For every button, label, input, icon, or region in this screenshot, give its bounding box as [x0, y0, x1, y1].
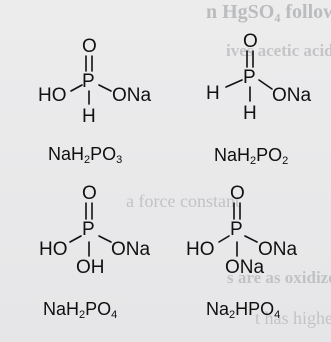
background-text-line-3: a force constant	[126, 191, 240, 211]
bond-p-to-ho	[69, 235, 82, 243]
atom-hydrogen-left: H	[206, 83, 220, 104]
formula-nah2po3: NaH2PO3	[48, 145, 122, 166]
atom-oxygen: O	[82, 183, 97, 204]
formula-subscript-1: 2	[79, 309, 86, 321]
bond-p-to-ona	[258, 79, 273, 90]
background-text-line-5: t has higher bo	[255, 308, 331, 328]
formula-subscript-2: 3	[116, 154, 123, 166]
bond-p-to-ona-right	[244, 235, 258, 243]
bond-p-to-ho	[218, 235, 230, 243]
formula-nah2po4: NaH2PO4	[43, 300, 117, 321]
formula-subscript-1: 2	[229, 309, 236, 321]
atom-hydrogen: H	[82, 106, 96, 127]
atom-phosphorus: P	[230, 219, 243, 240]
formula-middle: HPO	[235, 299, 275, 319]
atom-phosphorus: P	[82, 71, 95, 92]
formula-prefix: NaH	[48, 144, 85, 164]
atom-oxygen: O	[82, 36, 97, 57]
atom-sodium-oxide: ONa	[272, 85, 312, 106]
bond-p-to-h-left	[225, 79, 243, 88]
formula-prefix: NaH	[43, 299, 80, 319]
atom-phosphorus: P	[243, 67, 256, 88]
formula-prefix: NaH	[214, 145, 251, 165]
bond-p-to-ona	[98, 84, 112, 92]
formula-subscript-2: 4	[111, 309, 118, 321]
atom-hydroxyl: HO	[186, 239, 215, 260]
formula-subscript-2: 4	[274, 309, 281, 321]
atom-sodium-oxide: ONa	[112, 85, 152, 106]
formula-middle: PO	[85, 299, 112, 319]
atom-sodium-oxide-bottom: ONa	[225, 257, 265, 278]
atom-hydroxyl: HO	[38, 85, 67, 106]
atom-sodium-oxide: ONa	[111, 239, 151, 260]
atom-hydroxyl-bottom: OH	[76, 257, 105, 278]
atom-hydroxyl: HO	[39, 239, 68, 260]
background-text-line-4: s are as oxidized (thro	[227, 268, 331, 287]
atom-oxygen: O	[230, 183, 245, 204]
atom-phosphorus: P	[82, 219, 95, 240]
formula-subscript-2: 2	[282, 155, 289, 167]
atom-sodium-oxide-right: ONa	[258, 239, 298, 260]
atom-oxygen: O	[243, 31, 258, 52]
formula-middle: PO	[256, 145, 283, 165]
atom-hydrogen-bottom: H	[243, 103, 257, 124]
formula-nah2po2: NaH2PO2	[214, 146, 288, 167]
background-text-line-1: n HgSO₄ followed by oxid	[206, 1, 331, 23]
formula-prefix: Na	[206, 299, 230, 319]
bond-p-to-ho	[70, 84, 83, 92]
formula-middle: PO	[90, 144, 117, 164]
formula-subscript-1: 2	[250, 155, 257, 167]
formula-subscript-1: 2	[84, 154, 91, 166]
formula-na2hpo4: Na2HPO4	[206, 300, 280, 321]
bond-p-to-ona	[98, 235, 112, 243]
